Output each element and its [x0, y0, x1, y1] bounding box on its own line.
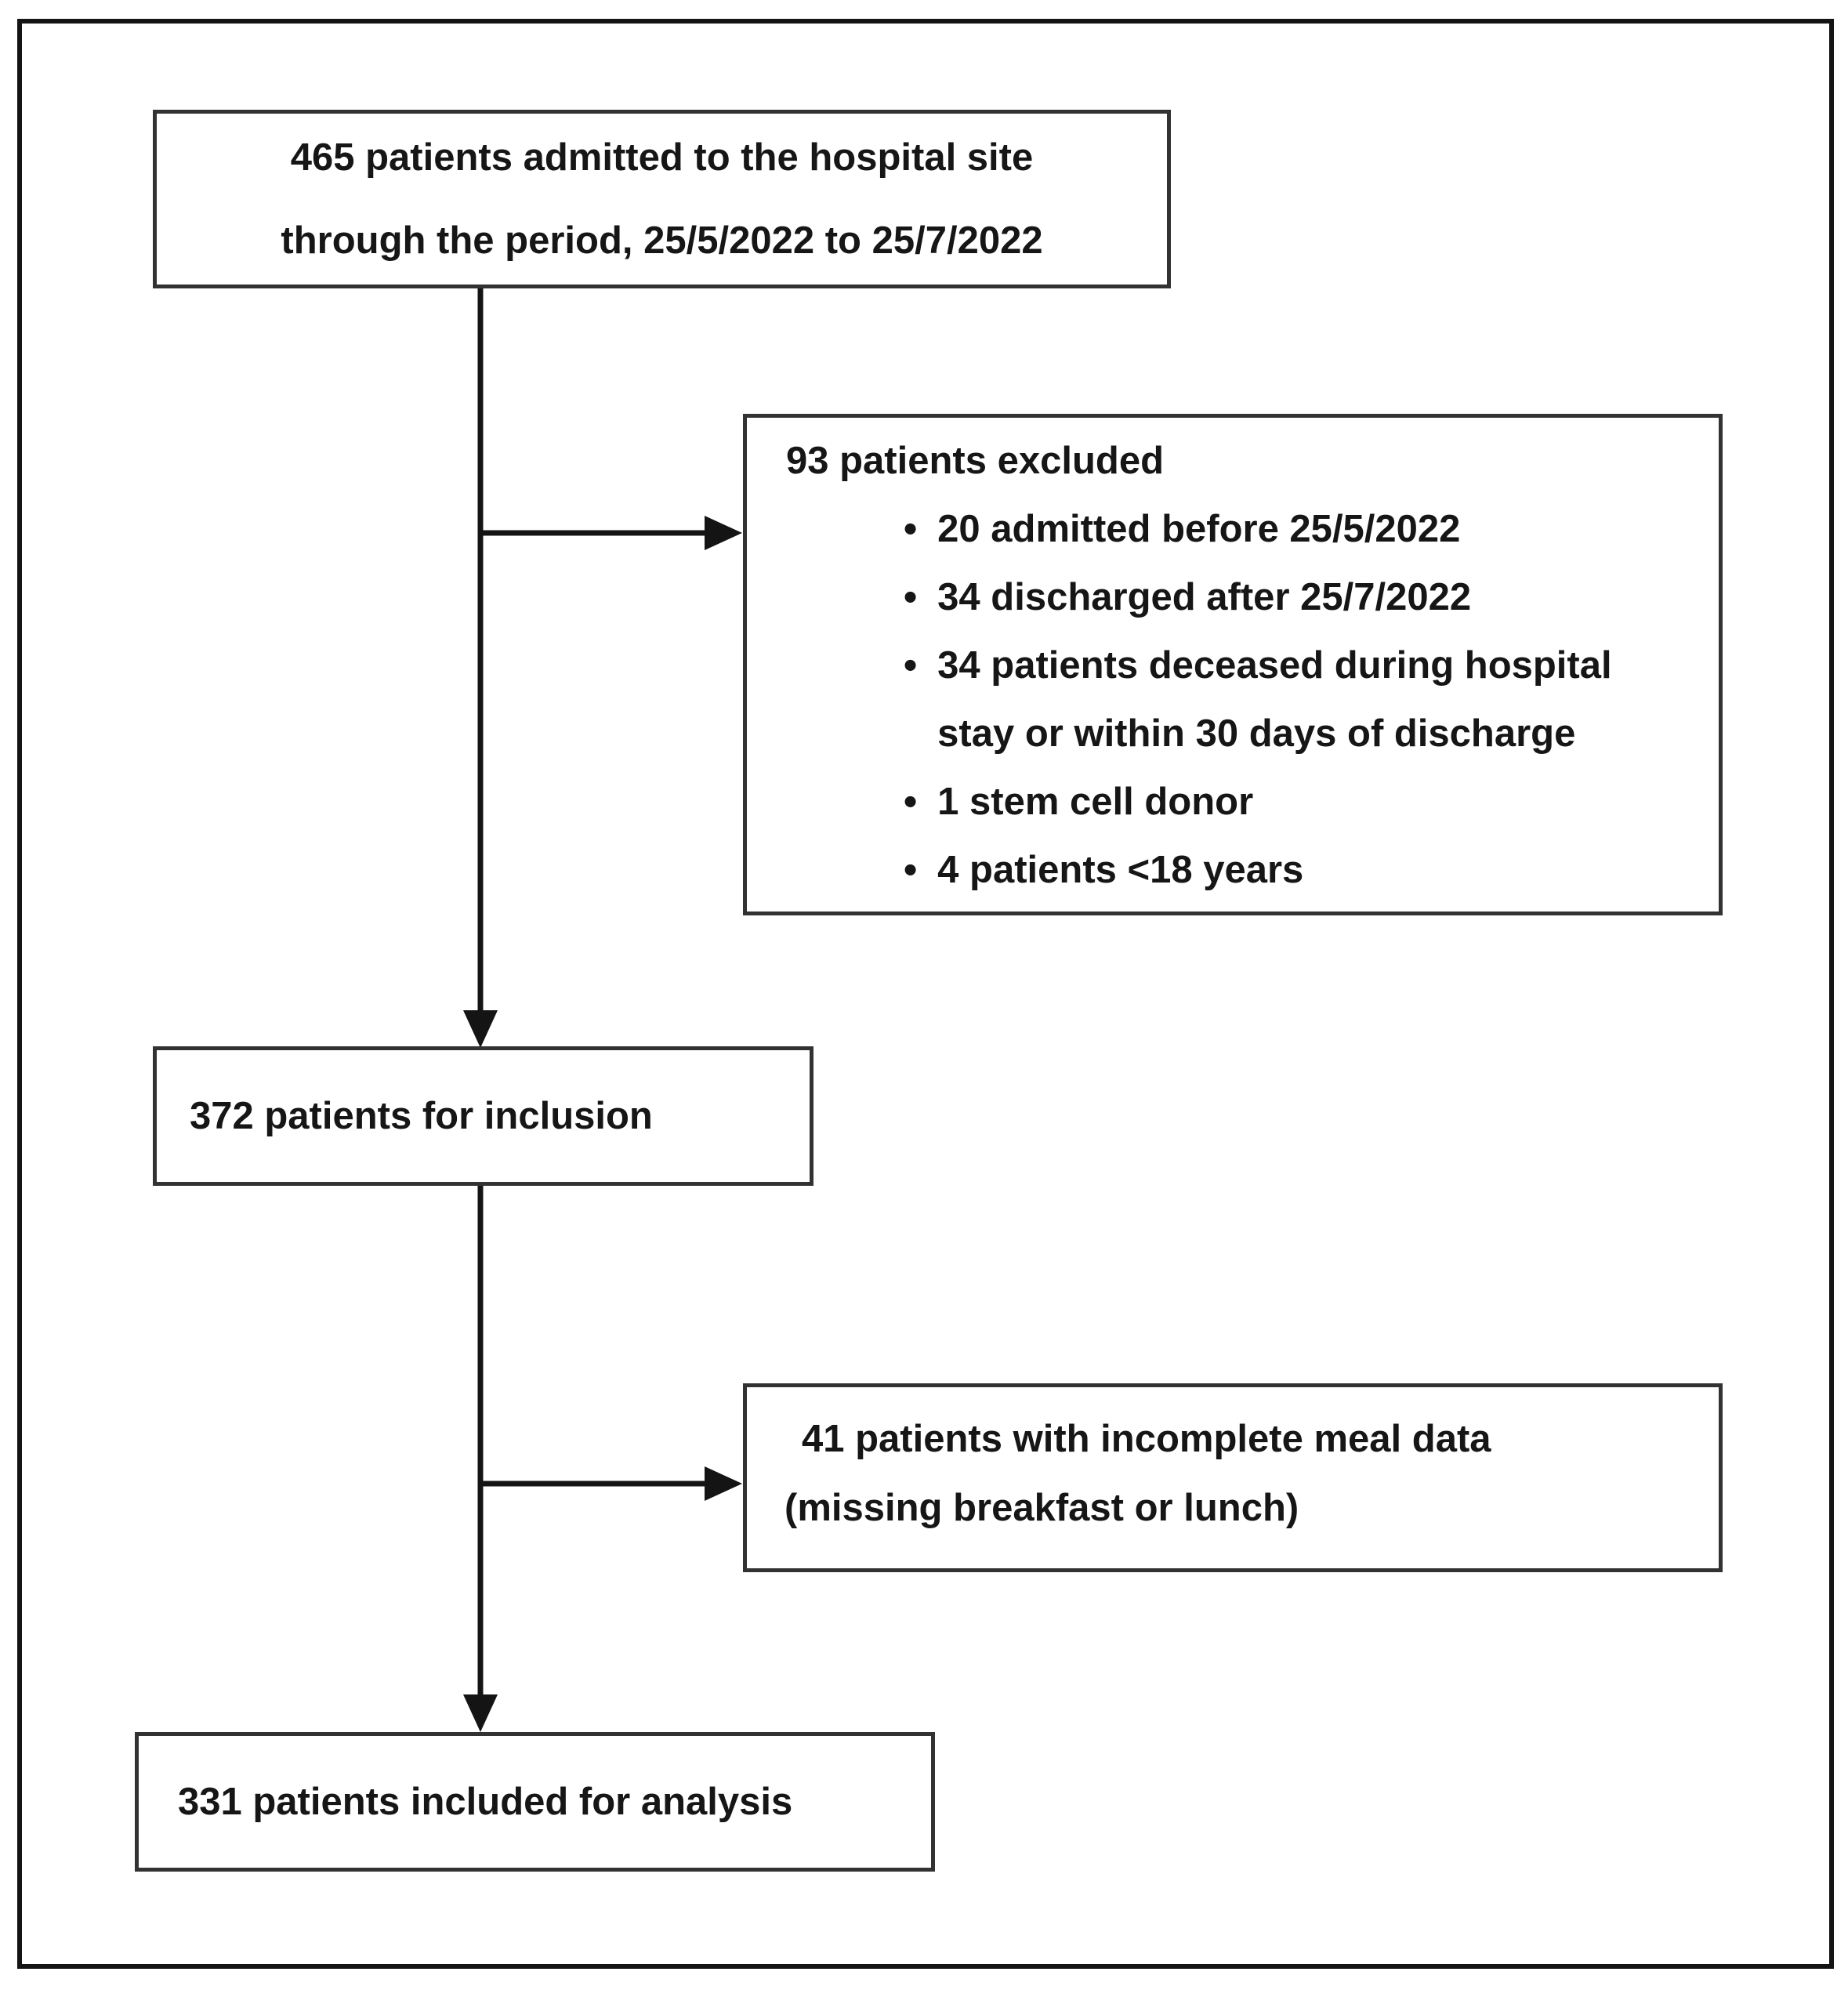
excluded-reason-line: stay or within 30 days of discharge	[937, 712, 1576, 755]
incomplete-line-2: (missing breakfast or lunch)	[784, 1487, 1299, 1529]
list-item: • 34 patients deceased during hospital s…	[904, 632, 1711, 768]
bullet-icon: •	[904, 508, 918, 550]
list-item: • 20 admitted before 25/5/2022	[904, 495, 1711, 564]
figure-border	[17, 19, 1834, 1969]
bullet-icon: •	[904, 781, 918, 823]
excluded-title: 93 patients excluded	[786, 440, 1165, 482]
box-included-for-analysis: 331 patients included for analysis	[135, 1732, 935, 1872]
bullet-icon: •	[904, 644, 918, 687]
box-admitted-patients: 465 patients admitted to the hospital si…	[153, 110, 1171, 288]
excluded-reason-line: 1 stem cell donor	[937, 781, 1254, 823]
admitted-line-2: through the period, 25/5/2022 to 25/7/20…	[281, 219, 1043, 262]
box-excluded-patients: 93 patients excluded • 20 admitted befor…	[743, 414, 1723, 915]
excluded-reason-line: 34 patients deceased during hospital	[937, 644, 1612, 687]
excluded-reason-line: 34 discharged after 25/7/2022	[937, 576, 1472, 618]
excluded-bullet-list: • 20 admitted before 25/5/2022 • 34 disc…	[904, 495, 1711, 904]
excluded-reason-line: 4 patients <18 years	[937, 849, 1304, 891]
list-item: • 4 patients <18 years	[904, 836, 1711, 904]
excluded-reason: 34 discharged after 25/7/2022	[937, 564, 1471, 632]
admitted-line-1: 465 patients admitted to the hospital si…	[290, 136, 1034, 179]
excluded-reason-line: 20 admitted before 25/5/2022	[937, 508, 1461, 550]
inclusion-text: 372 patients for inclusion	[190, 1095, 653, 1137]
excluded-reason: 4 patients <18 years	[937, 836, 1303, 904]
excluded-reason: 34 patients deceased during hospital sta…	[937, 632, 1611, 768]
box-incomplete-meal-data: 41 patients with incomplete meal data (m…	[743, 1383, 1723, 1572]
list-item: • 1 stem cell donor	[904, 768, 1711, 836]
box-patients-for-inclusion: 372 patients for inclusion	[153, 1046, 813, 1186]
analysis-text: 331 patients included for analysis	[178, 1781, 793, 1823]
bullet-icon: •	[904, 576, 918, 618]
incomplete-line-1: 41 patients with incomplete meal data	[802, 1418, 1491, 1460]
excluded-reason: 20 admitted before 25/5/2022	[937, 495, 1460, 564]
list-item: • 34 discharged after 25/7/2022	[904, 564, 1711, 632]
bullet-icon: •	[904, 849, 918, 891]
excluded-reason: 1 stem cell donor	[937, 768, 1253, 836]
